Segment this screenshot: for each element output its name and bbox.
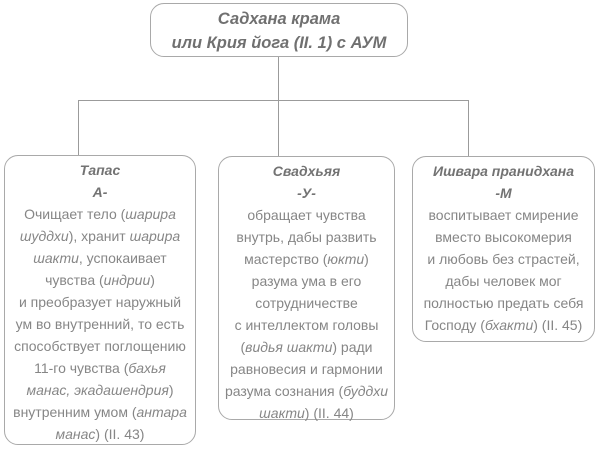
text-line: (видья шакти) ради xyxy=(240,339,373,355)
node-svadhyaya: Свадхьяя -У- обращает чувства внутрь, дабы… xyxy=(218,156,395,421)
text-line: шакти) (II. 44) xyxy=(259,405,354,421)
text-line: шуддхи), хранит шарира xyxy=(19,228,181,244)
text-line: А- xyxy=(92,184,108,200)
connector-trunk-line xyxy=(278,57,279,156)
node-svadhyaya-body: обращает чувства внутрь, дабы развить маст… xyxy=(219,204,394,424)
text-line: Садхана крама xyxy=(217,10,341,28)
text-line: манас, экадашендрия) xyxy=(26,382,174,398)
text-line: Тапас xyxy=(79,162,121,178)
text-line: 11-го чувства (бахья xyxy=(34,360,166,376)
connector-crossbar-line xyxy=(78,100,469,101)
text-line: разума сознания (буддхи xyxy=(224,383,389,399)
node-ishvara-pranidhana-body: воспитывает смирение вместо высокомерия и … xyxy=(413,204,594,336)
text-line: Господу (бхакти) (II. 45) xyxy=(424,317,583,333)
node-ishvara-pranidhana: Ишвара пранидхана -М воспитывает смирение… xyxy=(412,156,595,342)
text-line: и любовь без страстей, xyxy=(427,251,580,267)
text-line: -М xyxy=(495,185,512,201)
text-line: вместо высокомерия xyxy=(435,229,572,245)
text-line: равновесия и гармонии xyxy=(230,361,383,377)
text-line: манас) (II. 43) xyxy=(55,426,145,442)
text-line: и преобразует наружный xyxy=(18,294,182,310)
text-line: чувства (индрии) xyxy=(45,272,155,288)
connector-right-drop-line xyxy=(468,100,469,156)
text-line: внутрь, дабы развить xyxy=(236,229,377,245)
text-line: с интеллектом головы xyxy=(234,317,379,333)
text-line: способствует поглощению xyxy=(14,338,186,354)
node-ishvara-pranidhana-header: Ишвара пранидхана -М xyxy=(413,160,594,204)
text-line: внутренним умом (антара xyxy=(13,404,187,420)
text-line: ум во внутренний, то есть xyxy=(15,316,185,332)
text-line: полностью предать себя xyxy=(423,295,584,311)
text-line: шакти, успокаивает xyxy=(33,250,167,266)
text-line: воспитывает смирение xyxy=(428,207,579,223)
root-node: Садхана крама или Крия йога (II. 1) с АУМ xyxy=(150,3,408,57)
text-line: обращает чувства xyxy=(247,207,366,223)
text-line: Ишвара пранидхана xyxy=(433,163,574,179)
text-line: -У- xyxy=(297,185,316,201)
text-line: Свадхьяя xyxy=(272,163,341,179)
text-line: Очищает тело (шарира xyxy=(24,206,176,222)
text-line: или Крия йога (II. 1) с АУМ xyxy=(171,34,387,52)
text-line: мастерство (юкти) xyxy=(244,251,369,267)
text-line: разума ума в его xyxy=(251,273,362,289)
node-svadhyaya-header: Свадхьяя -У- xyxy=(219,160,394,204)
text-line: сотрудничестве xyxy=(255,295,358,311)
connector-left-drop-line xyxy=(78,100,79,155)
node-tapas-body: Очищает тело (шарира шуддхи), хранит шари… xyxy=(5,203,195,445)
text-line: дабы человек мог xyxy=(445,273,562,289)
root-node-title: Садхана крама или Крия йога (II. 1) с АУМ xyxy=(151,7,407,55)
